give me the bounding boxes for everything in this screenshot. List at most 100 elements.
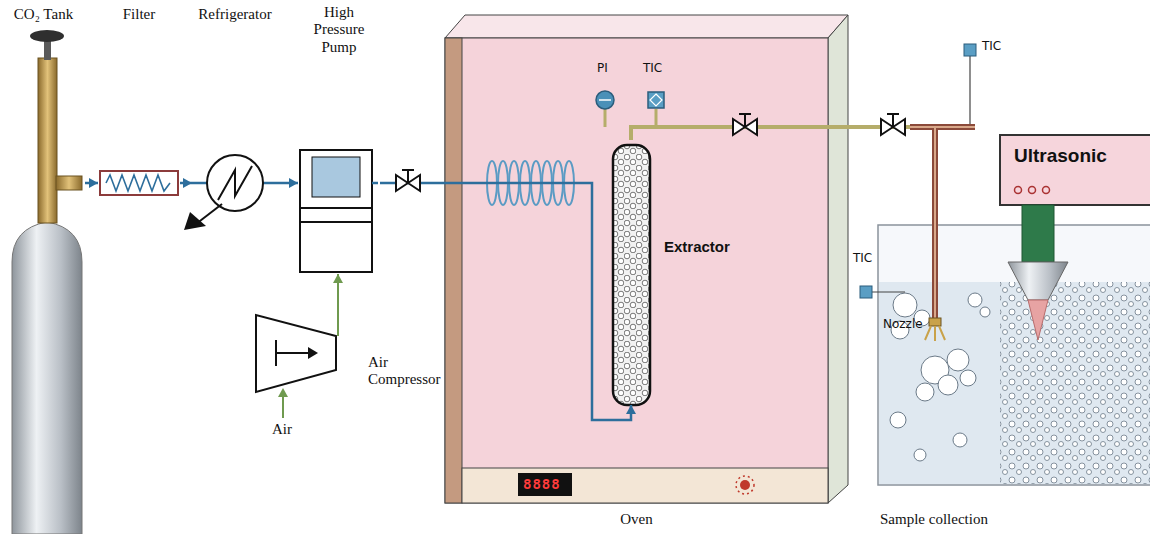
air-compressor	[275, 340, 277, 366]
flow-line	[278, 178, 298, 188]
component-label: Filter	[98, 6, 180, 23]
arrow-head	[333, 274, 343, 283]
instrument-label: Air	[272, 421, 292, 438]
component-label: Oven	[445, 511, 828, 528]
oven-cabinet	[518, 473, 572, 496]
collection-vessel	[914, 449, 926, 461]
heated-line	[929, 318, 941, 326]
ultrasonic-probe	[1008, 205, 1068, 340]
component-node: CO₂ Tank	[2, 2, 85, 534]
arrow-head	[183, 178, 192, 188]
gauge-symbols	[596, 91, 614, 109]
collection-vessel	[938, 375, 958, 395]
heated-line	[925, 326, 945, 341]
co2-cylinder	[38, 58, 57, 223]
instrument-label: 8888	[523, 476, 561, 492]
co2-cylinder	[12, 30, 82, 534]
collection-vessel	[980, 307, 990, 317]
heated-line	[910, 127, 975, 341]
arrow-head	[626, 405, 636, 414]
high-pressure-pump	[300, 150, 378, 272]
air-compressor	[337, 298, 339, 336]
sensor-symbols	[860, 286, 872, 298]
valve-symbol	[407, 170, 409, 183]
collection-vessel	[878, 225, 1150, 485]
component-node: Refrigerator	[192, 2, 278, 232]
filter-symbol	[100, 171, 178, 195]
component-node: Oven Extractor	[445, 15, 850, 534]
component-label: Extractor	[664, 238, 738, 255]
air-compressor	[256, 298, 338, 418]
ultrasonic-probe	[1028, 300, 1048, 340]
collection-vessel	[1000, 282, 1150, 484]
instrument-label: TIC	[853, 252, 872, 266]
oven-cabinet	[445, 38, 462, 503]
heated-line	[910, 127, 975, 318]
component-label: High Pressure Pump	[303, 4, 375, 56]
air-compressor	[276, 352, 312, 354]
collection-vessel	[947, 349, 969, 371]
collection-vessel	[953, 433, 967, 447]
filter-symbol	[100, 171, 178, 195]
ultrasonic-unit	[1000, 135, 1150, 205]
sensor-symbols	[872, 291, 905, 292]
gauge-symbols	[650, 94, 662, 106]
collection-vessel	[878, 225, 1150, 485]
sensor-symbols	[969, 56, 970, 124]
ultrasonic-probe	[1008, 262, 1068, 300]
filter-symbol	[106, 175, 170, 191]
collection-vessel	[890, 412, 906, 428]
sensor-symbols	[964, 44, 976, 56]
extractor-column	[613, 145, 650, 405]
oven-cabinet	[445, 15, 848, 503]
flow-line	[631, 127, 935, 225]
gauge-symbols	[596, 91, 664, 127]
component-label: Air Compressor	[368, 354, 442, 389]
high-pressure-pump	[300, 150, 372, 208]
high-pressure-pump	[300, 221, 372, 223]
air-compressor	[278, 388, 288, 397]
refrigerator-symbol	[184, 212, 206, 230]
valve-symbol	[396, 114, 905, 191]
collection-vessel	[893, 293, 917, 317]
valve-symbol	[744, 114, 746, 127]
instrument-label: TIC	[643, 62, 662, 76]
refrigerator-symbol	[218, 166, 252, 200]
ultrasonic-unit	[1043, 187, 1050, 194]
air-compressor	[308, 347, 318, 359]
oven-cabinet	[736, 476, 754, 494]
co2-cylinder	[56, 176, 82, 190]
collection-vessel	[968, 293, 982, 307]
component-node: Sample collection	[878, 225, 1150, 534]
component-node: Air Compressor	[252, 298, 442, 398]
refrigerator-symbol	[207, 155, 263, 211]
refrigerator-symbol	[263, 182, 278, 185]
component-label: Refrigerator	[192, 6, 278, 23]
air-compressor	[282, 395, 284, 418]
ultrasonic-unit	[1015, 187, 1022, 194]
collection-vessel	[879, 282, 1150, 484]
component-label: Sample collection	[880, 511, 1080, 528]
instrument-label: TIC	[982, 40, 1001, 54]
component-node: Filter	[98, 2, 180, 198]
arrow-head	[89, 178, 98, 188]
instrument-label: PI	[597, 62, 608, 76]
high-pressure-pump	[312, 157, 360, 197]
valve-symbol	[402, 169, 414, 171]
ultrasonic-unit	[1000, 135, 1150, 205]
refrigerator-symbol	[184, 155, 278, 230]
valve-symbol	[892, 114, 894, 127]
valve-symbol	[887, 113, 899, 115]
flow-line	[85, 178, 98, 188]
extractor-column	[613, 145, 650, 405]
component-label: Ultrasonic	[1014, 145, 1144, 167]
valve-symbol	[739, 113, 751, 115]
co2-cylinder	[30, 30, 64, 42]
flow-line	[333, 274, 343, 298]
gauge-symbols	[599, 99, 611, 101]
instrument-label: Nozzle	[883, 318, 923, 332]
air-compressor	[256, 315, 336, 392]
